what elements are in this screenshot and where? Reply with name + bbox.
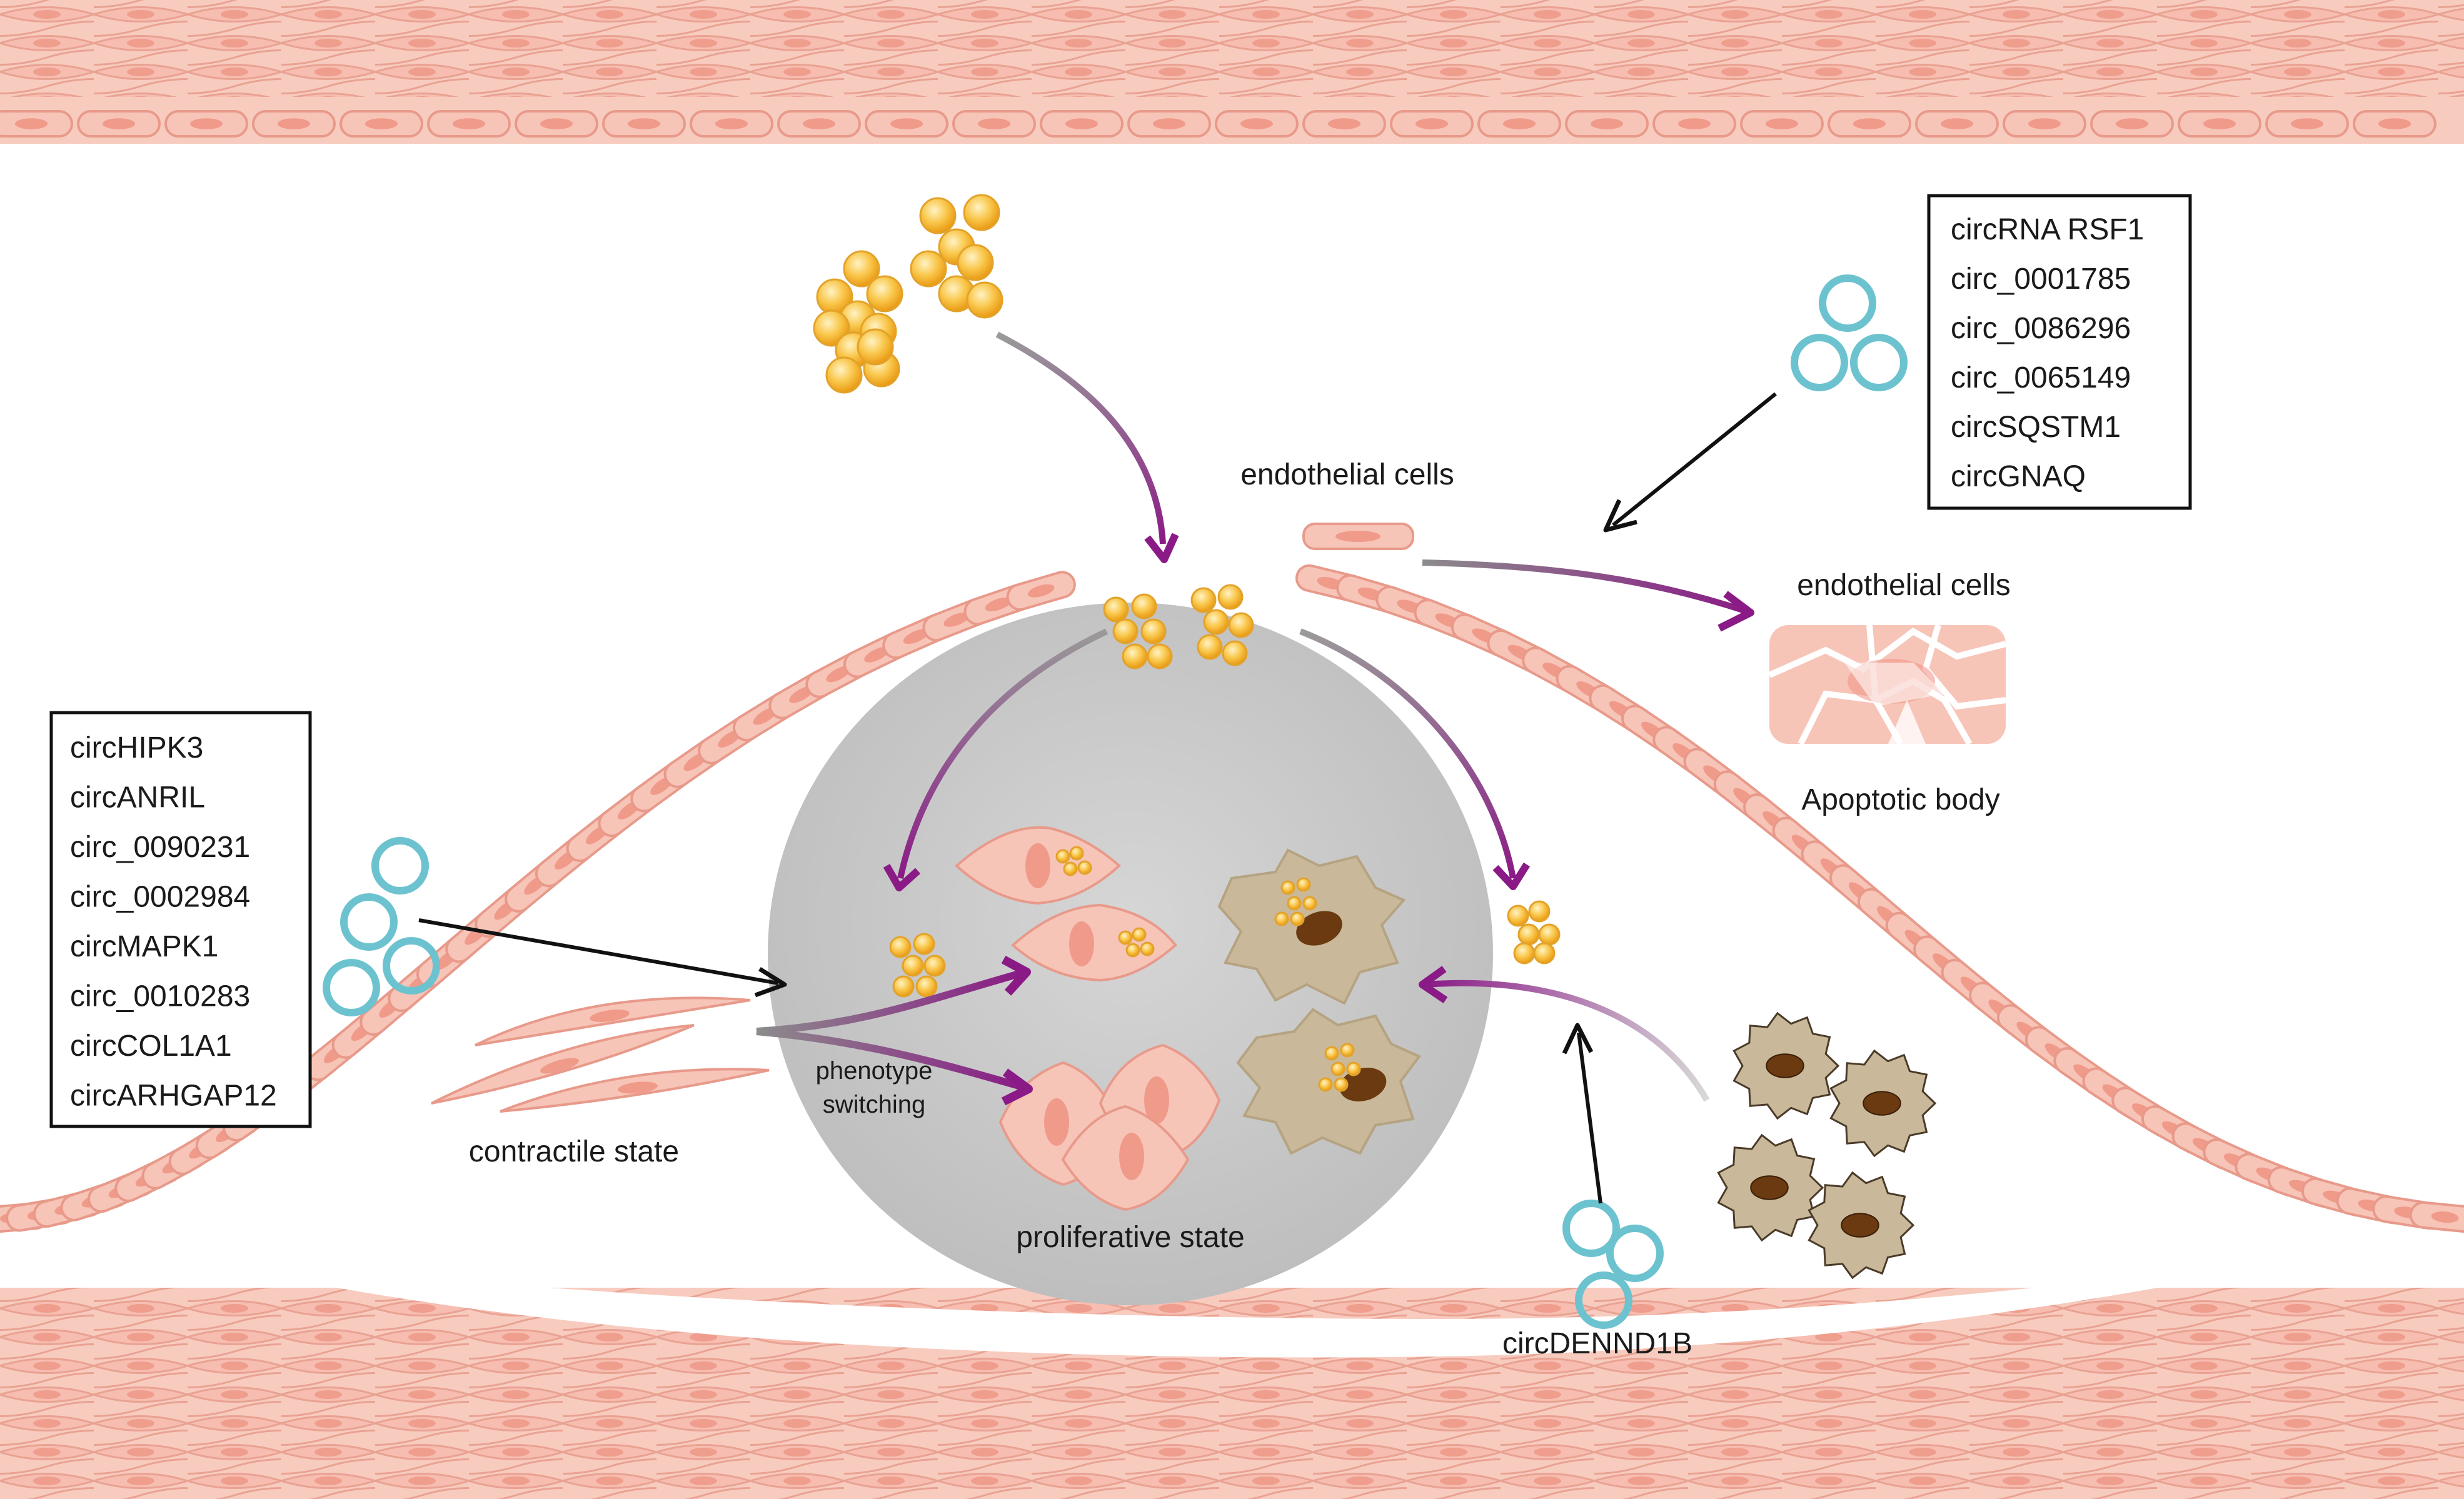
endothelial-cell — [2265, 110, 2349, 138]
endothelial-cell — [2090, 110, 2174, 138]
right-list-item: circ_0086296 — [1951, 312, 2131, 345]
right-list-item: circGNAQ — [1951, 460, 2086, 493]
right-endothelial-layer — [1295, 564, 2464, 1233]
macrophage — [1717, 1133, 1824, 1242]
top-vessel-wall — [0, 0, 2464, 144]
label-apoptotic-body: Apoptotic body — [1801, 783, 2000, 816]
left-list-item: circ_0090231 — [70, 831, 250, 864]
macrophage — [1732, 1011, 1840, 1120]
lipid-in-foam-2 — [1318, 1043, 1361, 1092]
endothelial-cell — [2409, 1201, 2464, 1233]
label-phenotype-1: phenotype — [816, 1057, 933, 1085]
endothelial-cell — [602, 110, 686, 138]
left-list-item: circARHGAP12 — [70, 1080, 277, 1113]
lipid-in-cell-2 — [1118, 927, 1155, 958]
arrow-lipid-right — [1299, 628, 1516, 879]
contractile-smc-group — [431, 996, 770, 1113]
label-contractile-state: contractile state — [469, 1135, 679, 1168]
lipid-cluster-plaque-left — [889, 933, 946, 998]
endothelial-cell — [515, 110, 598, 138]
label-circ-dennd1b: circDENND1B — [1502, 1327, 1692, 1360]
endothelial-cell — [0, 110, 73, 138]
endothelial-cell — [2178, 110, 2261, 138]
right-list-item: circ_0065149 — [1951, 361, 2131, 394]
endothelial-cell — [339, 110, 423, 138]
endothelial-cell — [1302, 110, 1386, 138]
lipid-cluster-mid-right — [1190, 584, 1254, 666]
endothelial-cell — [1215, 110, 1299, 138]
lower-lumen-gap — [163, 1244, 2376, 1358]
right-list-item: circSQSTM1 — [1951, 411, 2121, 444]
endothelial-cell — [1390, 110, 1474, 138]
left-list-item: circMAPK1 — [70, 930, 218, 963]
endothelial-cell — [1477, 110, 1561, 138]
arrow-phenotype-upper — [756, 968, 1027, 1035]
label-endothelial-top: endothelial cells — [1240, 458, 1454, 491]
circrna-ring-groups — [323, 274, 1908, 1329]
endothelial-cell — [865, 110, 948, 138]
endothelial-cell — [427, 110, 511, 138]
arrow-phenotype-lower — [756, 1028, 1027, 1091]
endothelial-cell — [1565, 110, 1649, 138]
endothelial-cell — [252, 110, 336, 138]
arrow-lipid-left — [897, 628, 1109, 880]
endothelial-cell — [2003, 110, 2086, 138]
arrow-lipid-entry — [995, 331, 1166, 544]
top-endothelial-layer — [0, 110, 2436, 138]
apoptotic-body-icon — [1768, 624, 2007, 746]
arrow-endothelial-apoptosis — [1422, 559, 1752, 616]
detached-endothelial-cell — [1302, 523, 1414, 550]
arrows — [418, 331, 1777, 1204]
circrna-rings-left — [323, 837, 440, 1016]
left-list-item: circHIPK3 — [70, 731, 203, 765]
endothelial-cell — [77, 110, 161, 138]
right-list-item: circ_0001785 — [1951, 263, 2131, 296]
circrna-list-left: circHIPK3 circANRIL circ_0090231 circ_00029… — [49, 711, 312, 1128]
lipid-cluster-plaque-right — [1507, 900, 1561, 965]
bottom-vessel-wall — [0, 1219, 2464, 1499]
endothelial-cell — [2353, 110, 2436, 138]
label-phenotype-2: switching — [823, 1091, 926, 1118]
circrna-rings-top-right — [1791, 274, 1908, 391]
lipid-cluster-top-right — [910, 194, 1003, 319]
endothelial-cell — [1127, 110, 1211, 138]
lipid-in-cell-1 — [1055, 846, 1092, 876]
label-endothelial-right: endothelial cells — [1797, 569, 2011, 602]
right-list-item: circRNA RSF1 — [1951, 213, 2144, 246]
macrophage-group — [1717, 1011, 1937, 1280]
arrow-circ-right — [1612, 392, 1777, 527]
macrophage — [1829, 1049, 1937, 1158]
lipid-cluster-mid-left — [1103, 593, 1173, 669]
lipid-in-foam-1 — [1274, 877, 1317, 926]
lipid-cluster-top-left — [813, 250, 903, 394]
arrow-circ-left — [418, 918, 779, 985]
left-list-item: circCOL1A1 — [70, 1030, 232, 1063]
endothelial-cell — [1652, 110, 1736, 138]
endothelial-cell — [1740, 110, 1824, 138]
lipid-clusters — [813, 194, 1561, 1092]
left-list-item: circ_0010283 — [70, 980, 250, 1013]
endothelial-cell — [1915, 110, 1999, 138]
circrna-list-right: circRNA RSF1 circ_0001785 circ_0086296circ… — [1927, 194, 2192, 510]
macrophage — [1808, 1171, 1915, 1280]
endothelial-cell — [777, 110, 861, 138]
left-list-item: circANRIL — [70, 781, 205, 815]
arrow-circ-dennd1b — [1577, 1032, 1602, 1204]
endothelial-cell — [1828, 110, 1911, 138]
left-list-item: circ_0002984 — [70, 881, 250, 914]
endothelial-cell — [1040, 110, 1124, 138]
endothelial-cell — [690, 110, 773, 138]
endothelial-cell — [164, 110, 248, 138]
circrna-rings-bottom — [1562, 1200, 1664, 1329]
label-proliferative-state: proliferative state — [1016, 1221, 1245, 1254]
arrow-macrophage-foam — [1425, 980, 1710, 1102]
endothelial-cell — [952, 110, 1036, 138]
